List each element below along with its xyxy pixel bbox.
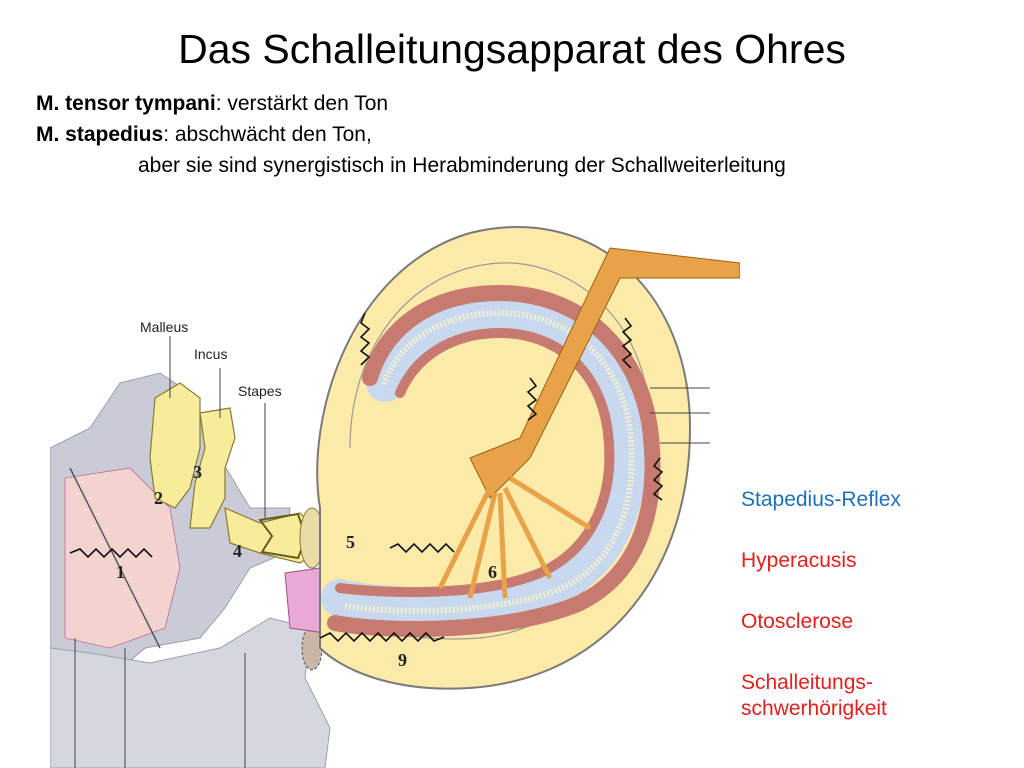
incus-label: Incus (194, 346, 227, 362)
tensor-tympani-desc: : verstärkt den Ton (215, 92, 389, 115)
basilar-band-inner (335, 327, 615, 598)
marker-2: 2 (154, 488, 163, 508)
term-otosclerose: Otosclerose (741, 610, 854, 633)
term-hyperacusis: Hyperacusis (741, 549, 857, 572)
marker-1: 1 (116, 562, 125, 582)
tympanic-membrane-area (64, 467, 181, 649)
incus-shape (189, 407, 236, 529)
stapedius-line: M. stapedius: abschwächt den Ton, (36, 123, 372, 147)
synergy-line: aber sie sind synergistisch in Herabmind… (138, 154, 786, 178)
stapes-footplate (258, 512, 308, 560)
scala-tympani (321, 298, 647, 626)
tympanic-membrane-line (69, 467, 161, 649)
stapedius-term: M. stapedius (36, 123, 164, 146)
marker-6: 6 (488, 562, 497, 582)
malleus-shape (149, 382, 201, 509)
marker-4: 4 (233, 541, 242, 561)
sound-wave-arrows (69, 312, 664, 643)
ear-illustration: Malleus Incus Stapes 1 2 3 4 5 6 9 (50, 226, 740, 768)
ear-diagram: Malleus Incus Stapes 1 2 3 4 5 6 9 (50, 208, 740, 768)
organ-of-corti (344, 309, 635, 614)
cochlear-nerve (469, 247, 740, 499)
stapes-label: Stapes (238, 383, 282, 399)
tensor-tympani-term: M. tensor tympani (36, 92, 216, 115)
stapedius-desc: : abschwächt den Ton, (163, 123, 372, 146)
nerve-fibers (437, 475, 592, 599)
basilar-band-outer (327, 284, 661, 637)
page-title: Das Schalleitungsapparat des Ohres (178, 26, 846, 72)
tensor-tympani-line: M. tensor tympani: verstärkt den Ton (36, 92, 388, 116)
marker-9: 9 (398, 650, 407, 670)
marker-3: 3 (193, 462, 202, 482)
marker-5: 5 (346, 532, 355, 552)
term-stapedius-reflex: Stapedius-Reflex (741, 488, 901, 511)
pointer-lines (74, 336, 710, 768)
malleus-label: Malleus (140, 319, 188, 335)
synergy-desc: aber sie sind synergistisch in Herabmind… (138, 154, 786, 177)
term-schalleitungsschwerhoerigkeit: Schalleitungs- schwerhörigkeit (741, 671, 887, 720)
